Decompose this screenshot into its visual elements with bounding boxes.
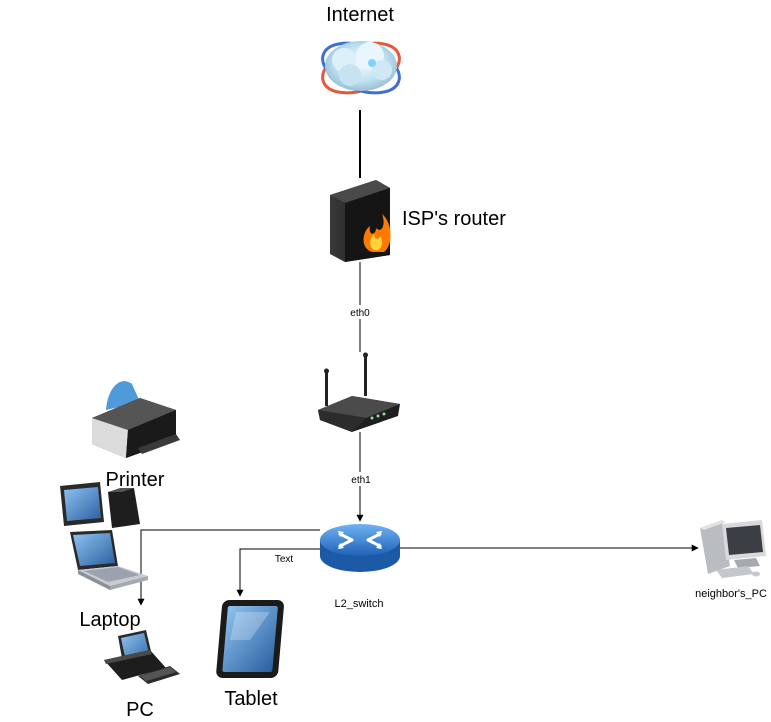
tablet-node[interactable]: Tablet [216, 600, 285, 710]
tablet-icon [216, 600, 284, 678]
printer-icon [92, 381, 180, 458]
globe-cloud-icon [321, 41, 401, 95]
isp-router-label: ISP's router [402, 208, 506, 230]
l2-switch-node[interactable]: L2_switch [320, 524, 400, 610]
firewall-router-icon [330, 180, 391, 262]
desktop-pc-icon [104, 630, 180, 684]
edge-switch-to-tablet [236, 548, 322, 597]
neighbor-pc-label: neighbor's_PC [695, 588, 767, 600]
desktop-pc-icon [60, 482, 140, 528]
wireless-router-node[interactable] [318, 352, 400, 433]
pc-label: PC [126, 699, 154, 721]
edge-switch-to-pc [137, 529, 320, 606]
edge-label-bg-eth0 [346, 305, 374, 319]
laptop-label: Laptop [79, 609, 140, 631]
wireless-router-icon [318, 352, 400, 432]
edge-label-eth0: eth0 [350, 308, 370, 319]
pc-node[interactable]: PC [104, 630, 180, 721]
printer-label: Printer [106, 469, 165, 491]
laptop-icon [70, 530, 148, 590]
desktop-pc-icon [700, 520, 766, 578]
isp-router-node[interactable]: ISP's router [330, 180, 506, 262]
network-switch-icon [320, 524, 400, 572]
neighbor-pc-node[interactable]: neighbor's_PC [695, 520, 767, 600]
printer-node[interactable]: Printer [92, 381, 180, 491]
internet-node[interactable]: Internet [316, 4, 406, 102]
tablet-label: Tablet [224, 688, 278, 710]
edges: eth0 eth1 Text [137, 110, 699, 606]
l2-switch-label: L2_switch [335, 598, 384, 610]
edge-label-bg-eth1 [347, 472, 375, 486]
edge-label-text: Text [275, 554, 294, 565]
edge-label-eth1: eth1 [351, 475, 371, 486]
internet-label: Internet [326, 4, 394, 26]
laptop-node[interactable]: Laptop [60, 482, 148, 631]
